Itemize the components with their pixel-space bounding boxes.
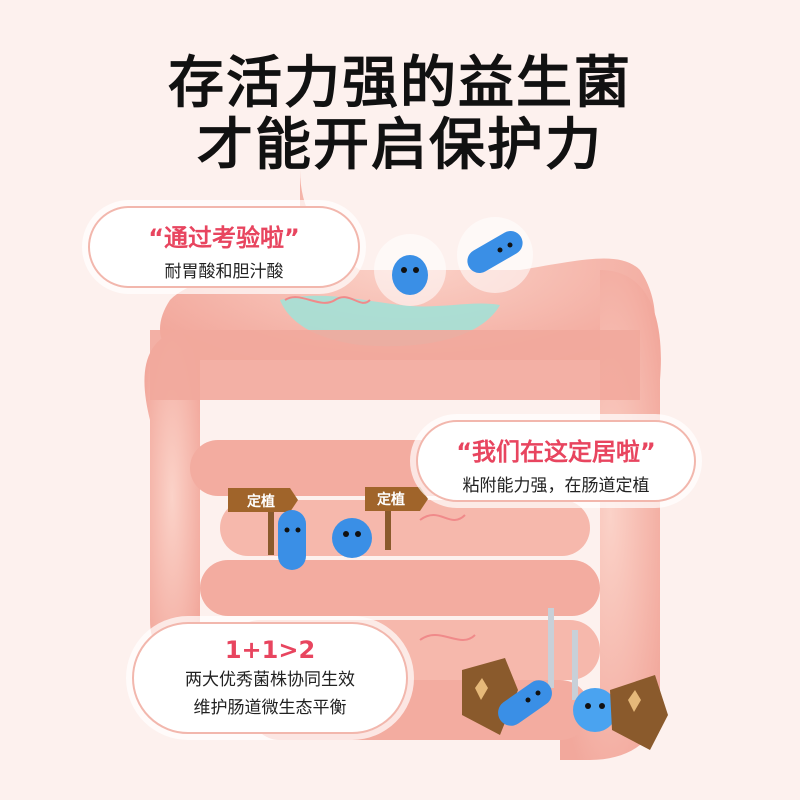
signpost-icon: 定植 <box>228 488 298 555</box>
colon-top <box>150 330 640 400</box>
page-title-line-1: 存活力强的益生菌 <box>168 51 632 116</box>
probiotic-rod-icon <box>278 510 306 570</box>
callout-synergy: 1+1>2 两大优秀菌株协同生效 维护肠道微生态平衡 <box>132 622 408 734</box>
callout-settled: “我们在这定居啦” 粘附能力强，在肠道定植 <box>416 420 696 502</box>
squiggle-3 <box>419 634 476 641</box>
stomach-shape <box>160 170 655 360</box>
colon-left <box>144 330 200 664</box>
callout-heading: “通过考验啦” <box>148 224 300 252</box>
callout-text-line-1: 两大优秀菌株协同生效 <box>185 670 355 690</box>
shield-icon <box>610 675 668 750</box>
callout-text: 粘附能力强，在肠道定植 <box>462 476 650 496</box>
squiggle-1 <box>284 296 371 304</box>
callout-text-line-2: 维护肠道微生态平衡 <box>193 698 347 718</box>
sword-icon <box>548 608 578 700</box>
callout-heading: 1+1>2 <box>224 636 316 664</box>
sign-text-right: 定植 <box>377 491 405 508</box>
page-title-line-2: 才能开启保护力 <box>197 113 603 178</box>
squiggle-2 <box>419 514 466 521</box>
sign-text-left: 定植 <box>247 493 275 510</box>
callout-heading: “我们在这定居啦” <box>456 438 656 466</box>
probiotic-round-icon <box>392 255 428 295</box>
probiotic-rod-icon <box>467 231 523 273</box>
callout-text: 耐胃酸和胆汁酸 <box>164 262 284 282</box>
callout-pass-test: “通过考验啦” 耐胃酸和胆汁酸 <box>88 206 360 288</box>
probiotic-round-icon <box>573 688 617 732</box>
probiotic-rod-icon <box>498 680 552 726</box>
probiotic-round-icon <box>332 518 372 558</box>
signpost-icon: 定植 <box>365 487 428 550</box>
